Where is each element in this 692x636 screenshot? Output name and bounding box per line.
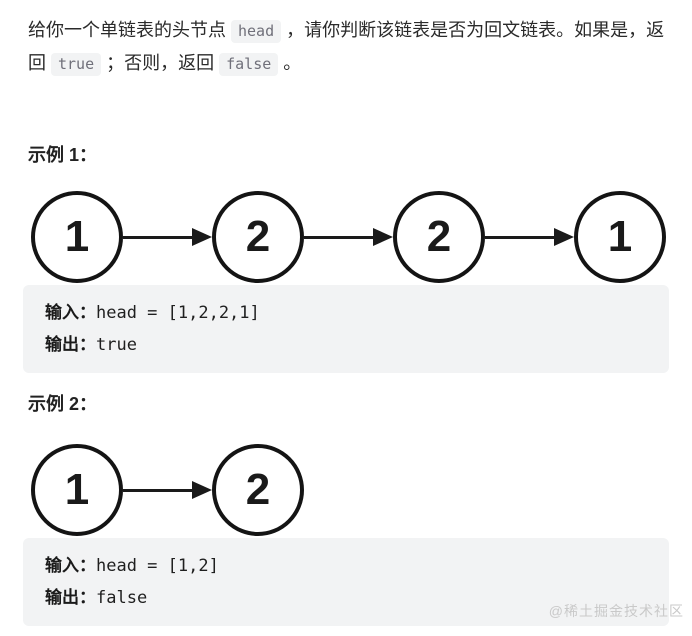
list-node: 2	[393, 191, 485, 283]
statement-text: 给你一个单链表的头节点	[28, 20, 226, 40]
arrow-connector	[123, 444, 212, 536]
arrow-connector	[123, 191, 212, 283]
example-2-io-box: 输入：head = [1,2] 输出：false	[23, 538, 669, 626]
output-line: 输出：false	[45, 582, 669, 614]
output-value: false	[96, 588, 148, 608]
arrow-line	[123, 488, 196, 492]
arrowhead-icon	[373, 228, 393, 246]
list-node: 1	[574, 191, 666, 283]
arrow-line	[485, 235, 558, 239]
watermark: @稀土掘金技术社区	[548, 603, 684, 619]
linked-list-diagram-2: 1 2	[31, 444, 692, 536]
arrow-connector	[304, 191, 393, 283]
arrow-line	[304, 235, 377, 239]
input-label: 输入：	[45, 556, 96, 575]
input-line: 输入：head = [1,2,2,1]	[45, 297, 669, 329]
arrowhead-icon	[192, 228, 212, 246]
output-line: 输出：true	[45, 329, 669, 361]
inline-code-false: false	[219, 53, 279, 76]
output-label: 输出：	[45, 588, 96, 607]
list-node: 2	[212, 191, 304, 283]
input-value: head = [1,2,2,1]	[96, 303, 260, 323]
example-1-title: 示例 1：	[28, 145, 98, 165]
linked-list-diagram-1: 1 2 2 1	[31, 191, 692, 283]
input-value: head = [1,2]	[96, 556, 219, 576]
example-2-title: 示例 2：	[28, 394, 98, 414]
arrowhead-icon	[192, 481, 212, 499]
input-label: 输入：	[45, 303, 96, 322]
output-value: true	[96, 335, 137, 355]
inline-code-true: true	[51, 53, 102, 76]
output-label: 输出：	[45, 335, 96, 354]
arrow-line	[123, 235, 196, 239]
list-node: 1	[31, 444, 123, 536]
list-node: 1	[31, 191, 123, 283]
statement-text: 。	[283, 53, 302, 73]
input-line: 输入：head = [1,2]	[45, 550, 669, 582]
example-1-io-box: 输入：head = [1,2,2,1] 输出：true	[23, 285, 669, 373]
arrow-connector	[485, 191, 574, 283]
list-node: 2	[212, 444, 304, 536]
statement-text: ；否则，返回	[106, 53, 215, 73]
statement-text: ，请你判断该链表是否为回文链表。如果是，返回	[28, 20, 665, 73]
inline-code-head: head	[231, 20, 282, 43]
arrowhead-icon	[554, 228, 574, 246]
